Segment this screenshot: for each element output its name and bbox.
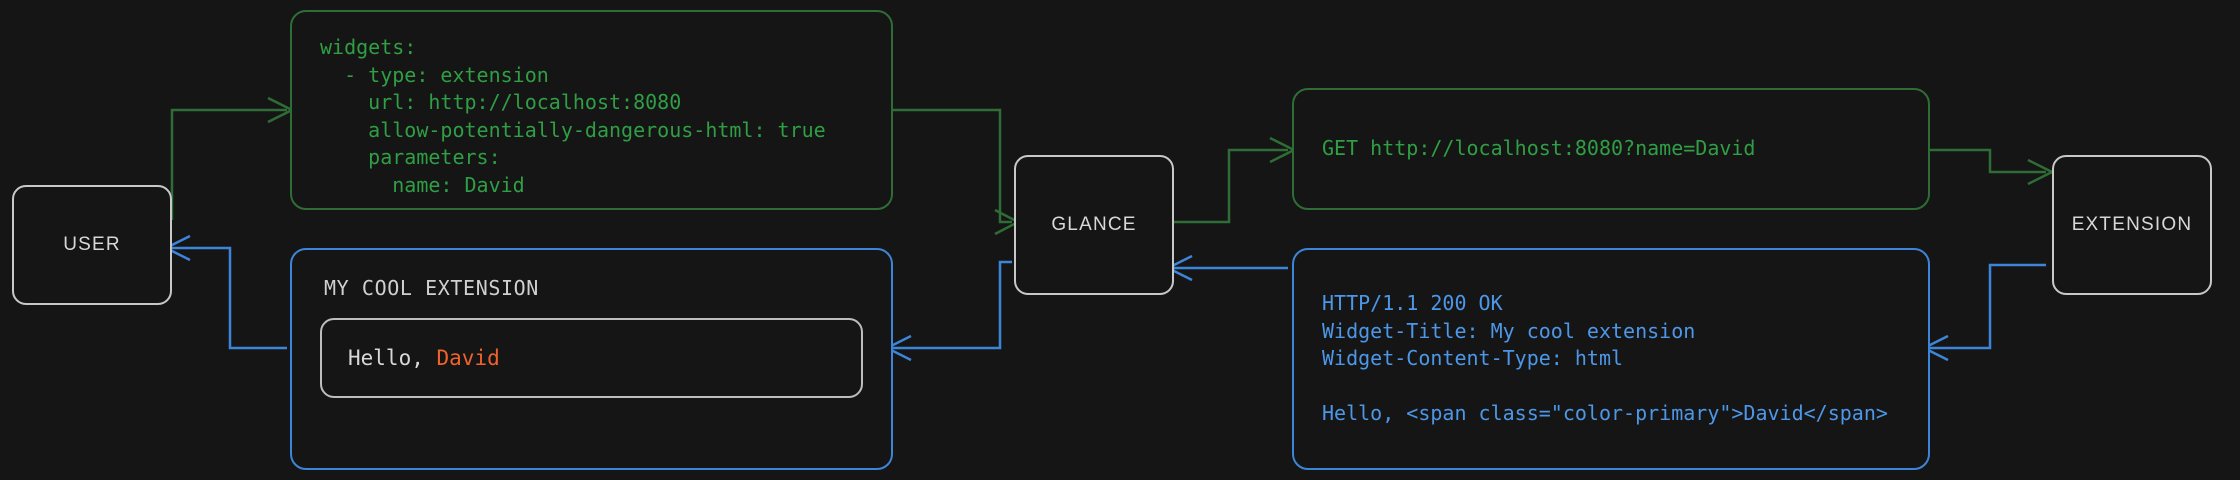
http-response-box: HTTP/1.1 200 OK Widget-Title: My cool ex… <box>1292 248 1930 470</box>
http-request-code: GET http://localhost:8080?name=David <box>1322 136 1756 161</box>
widget-content-card: Hello, David <box>320 318 863 398</box>
node-extension[interactable]: EXTENSION <box>2052 155 2212 295</box>
widget-greeting-prefix: Hello, <box>348 346 437 370</box>
http-response-code: HTTP/1.1 200 OK Widget-Title: My cool ex… <box>1322 291 1888 426</box>
widget-greeting: Hello, David <box>348 346 835 370</box>
node-user-label: USER <box>63 234 121 255</box>
http-request-box: GET http://localhost:8080?name=David <box>1292 88 1930 210</box>
rendered-widget-box: MY COOL EXTENSION Hello, David <box>290 248 893 470</box>
config-yaml-box: widgets: - type: extension url: http://l… <box>290 10 893 210</box>
node-glance-label: GLANCE <box>1051 214 1137 235</box>
widget-greeting-name: David <box>436 346 500 370</box>
node-glance[interactable]: GLANCE <box>1014 155 1174 295</box>
widget-title: MY COOL EXTENSION <box>324 276 539 300</box>
config-yaml-code: widgets: - type: extension url: http://l… <box>320 35 826 197</box>
node-extension-label: EXTENSION <box>2071 214 2193 235</box>
node-user[interactable]: USER <box>12 185 172 305</box>
